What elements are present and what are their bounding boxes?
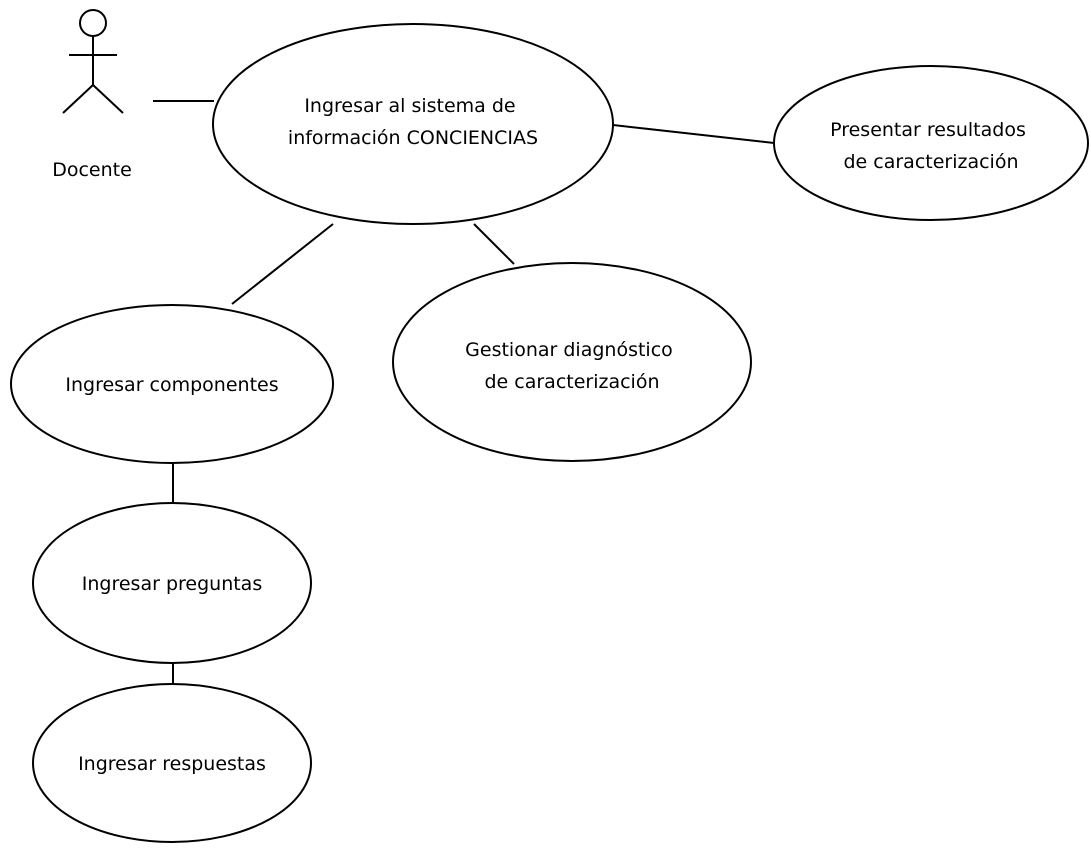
use-case-label: Ingresar respuestas <box>78 753 266 775</box>
use-case-gestionar-diagnostico: Gestionar diagnóstico de caracterización <box>392 262 752 462</box>
use-case-label: Presentar resultados de caracterización <box>830 119 1032 173</box>
use-case-ingresar-preguntas: Ingresar preguntas <box>32 502 312 664</box>
use-case-ingresar-sistema: Ingresar al sistema de información CONCI… <box>212 23 614 225</box>
association-ingresar-sistema-gestionar-diagnostico <box>473 223 515 265</box>
actor-docente: Docente <box>52 9 132 181</box>
association-ingresar-sistema-presentar-resultados <box>612 124 775 144</box>
use-case-label: Ingresar componentes <box>65 374 278 396</box>
use-case-label: Gestionar diagnóstico de caracterización <box>465 339 679 393</box>
stick-figure-actor-icon <box>62 9 124 114</box>
use-case-label: Ingresar al sistema de información CONCI… <box>288 95 538 149</box>
use-case-label: Ingresar preguntas <box>82 573 262 595</box>
use-case-ingresar-respuestas: Ingresar respuestas <box>32 683 312 843</box>
association-ingresar-sistema-ingresar-componentes <box>231 223 334 305</box>
associations <box>153 100 775 684</box>
use-case-ingresar-componentes: Ingresar componentes <box>10 304 334 464</box>
actor-name: Docente <box>52 159 132 181</box>
use-case-presentar-resultados: Presentar resultados de caracterización <box>773 65 1089 221</box>
